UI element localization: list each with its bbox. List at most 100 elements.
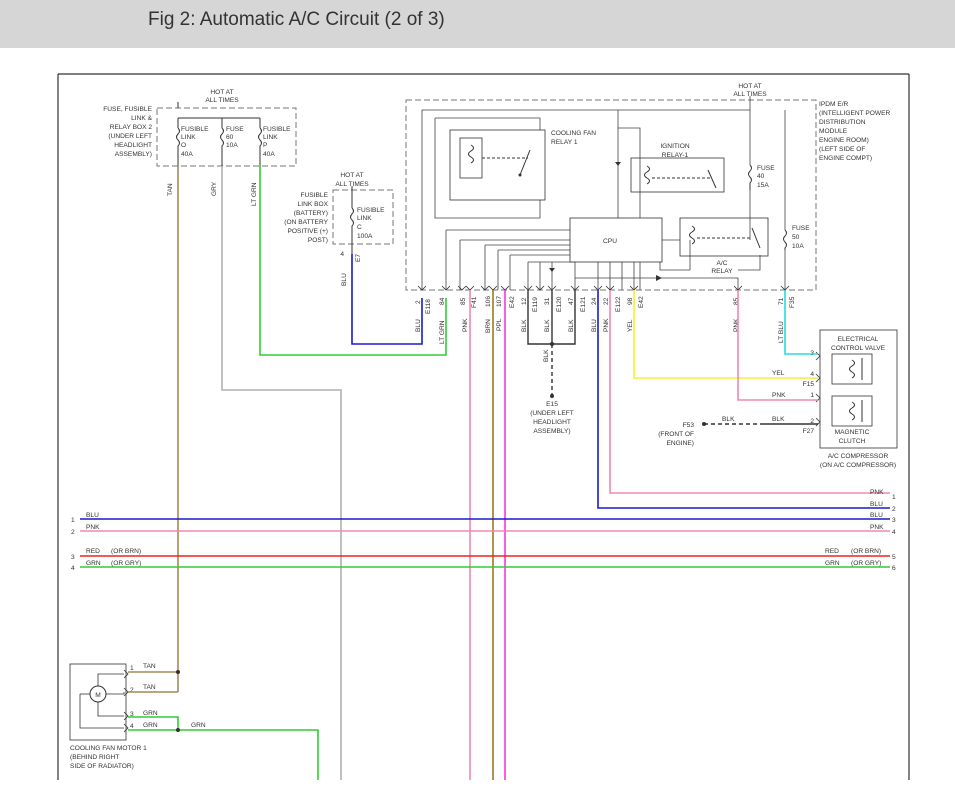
svg-text:40A: 40A xyxy=(263,151,275,158)
wire-label-red-bus-right: RED xyxy=(825,548,839,555)
fusible-link-p-symbol xyxy=(258,127,262,166)
green-wire-out xyxy=(178,729,319,780)
fusible-link-p-label: FUSIBLE LINK P 40A xyxy=(263,126,291,158)
pin-motor-2: 2 xyxy=(130,687,134,694)
svg-text:FUSE, FUSIBLE: FUSE, FUSIBLE xyxy=(103,106,152,113)
blue-wire-out-2 xyxy=(597,290,890,509)
yellow-wire-valve xyxy=(633,290,818,379)
ground-point-e15-icon xyxy=(550,394,554,398)
wire-label-grn-bus-left: GRN xyxy=(86,560,101,567)
wire-label-grn-bus-right: GRN xyxy=(825,560,840,567)
svg-text:FUSE: FUSE xyxy=(792,225,810,232)
svg-text:ELECTRICAL: ELECTRICAL xyxy=(838,336,879,343)
motor-internal-wiring xyxy=(79,673,125,729)
pin-motor-1: 1 xyxy=(130,665,134,672)
svg-text:98: 98 xyxy=(627,297,634,305)
svg-text:40A: 40A xyxy=(181,151,193,158)
diode-icon-ign xyxy=(615,162,621,166)
ipdm-pin-labels: 2 E118 84 85 F41 106 107 E42 12 E119 31 … xyxy=(415,296,796,314)
wire-label-orgry-right: (OR GRY) xyxy=(851,560,881,567)
svg-text:E119: E119 xyxy=(532,297,539,312)
svg-text:RELAY BOX 2: RELAY BOX 2 xyxy=(110,124,153,131)
svg-text:O: O xyxy=(181,142,186,149)
pin-left-1: 1 xyxy=(71,517,75,524)
svg-text:BLK: BLK xyxy=(568,319,575,332)
svg-text:BLU: BLU xyxy=(591,319,598,332)
wire-label-blk-ground: BLK xyxy=(543,349,550,362)
svg-text:E118: E118 xyxy=(425,299,432,314)
hot-at-label-a: HOT AT xyxy=(210,89,233,96)
svg-text:COOLING FAN: COOLING FAN xyxy=(551,130,596,137)
svg-text:LT GRN: LT GRN xyxy=(439,320,446,344)
pin-right-2: 2 xyxy=(892,506,896,513)
relay-1-pivot xyxy=(518,173,522,177)
fusible-link-c-symbol xyxy=(350,207,354,254)
svg-text:(FRONT OF: (FRONT OF xyxy=(658,431,694,438)
svg-text:22: 22 xyxy=(603,297,610,305)
svg-text:LINK &: LINK & xyxy=(131,115,152,122)
svg-text:50: 50 xyxy=(792,234,800,241)
svg-text:F53: F53 xyxy=(683,422,695,429)
lt-blue-wire-valve xyxy=(784,290,818,355)
svg-text:FUSE: FUSE xyxy=(226,126,244,133)
svg-text:ENGINE): ENGINE) xyxy=(667,440,694,447)
svg-text:85: 85 xyxy=(460,297,467,305)
ground-point-f53-icon xyxy=(702,422,706,426)
pin-ecv-4: 4 xyxy=(810,371,814,378)
wire-label-tan: TAN xyxy=(167,183,174,196)
svg-text:85: 85 xyxy=(733,297,740,305)
svg-text:RELAY: RELAY xyxy=(711,268,733,275)
fusible-link-o-label: FUSIBLE LINK O 40A xyxy=(181,126,209,158)
hot-at-label-b: HOT AT xyxy=(340,172,363,179)
svg-text:F41: F41 xyxy=(471,296,478,308)
wire-label-blu-bus-left: BLU xyxy=(86,512,99,519)
magnetic-clutch-coil-icon xyxy=(849,401,855,421)
green-wire-motor-3 xyxy=(128,716,179,730)
svg-text:E120: E120 xyxy=(556,296,563,312)
svg-text:FUSIBLE: FUSIBLE xyxy=(357,207,385,214)
svg-text:12: 12 xyxy=(521,297,528,305)
ground-e15-label: E15 (UNDER LEFT HEADLIGHT ASSEMBLY) xyxy=(530,401,574,435)
fusible-link-box-label: FUSIBLE LINK BOX (BATTERY) (ON BATTERY P… xyxy=(284,192,328,244)
svg-text:107: 107 xyxy=(496,296,503,307)
fuse-50-symbol xyxy=(783,229,787,250)
pink-wire-out-1 xyxy=(609,290,890,494)
svg-text:CONTROL VALVE: CONTROL VALVE xyxy=(831,345,886,352)
svg-text:PNK: PNK xyxy=(733,318,740,332)
svg-text:E42: E42 xyxy=(509,296,516,308)
electrical-control-valve-label: ELECTRICAL CONTROL VALVE xyxy=(831,336,886,352)
svg-text:FUSIBLE: FUSIBLE xyxy=(263,126,291,133)
svg-text:YEL: YEL xyxy=(627,319,634,332)
svg-text:IPDM E/R: IPDM E/R xyxy=(819,101,849,108)
svg-text:IGNITION: IGNITION xyxy=(660,143,690,150)
ignition-relay-contact-icon xyxy=(707,169,717,189)
svg-text:(INTELLIGENT POWER: (INTELLIGENT POWER xyxy=(819,110,891,117)
pin-mc-f27: F27 xyxy=(803,428,815,435)
pin-mc-1: 1 xyxy=(810,392,814,399)
ignition-relay-1 xyxy=(630,157,725,193)
relay-1-coil-icon xyxy=(468,144,474,164)
svg-text:(BEHIND RIGHT: (BEHIND RIGHT xyxy=(70,754,119,761)
ac-compressor-label: A/C COMPRESSOR (ON A/C COMPRESSOR) xyxy=(820,453,896,469)
svg-text:POST): POST) xyxy=(308,237,328,244)
diode-icon-acrelay xyxy=(656,275,662,281)
wire-label-blk-clutch: BLK xyxy=(772,416,785,423)
ignition-relay-1-label: IGNITION RELAY-1 xyxy=(660,143,690,159)
svg-text:FUSE: FUSE xyxy=(757,165,775,172)
svg-text:A/C: A/C xyxy=(717,260,728,267)
wire-label-orbrn-right: (OR BRN) xyxy=(851,548,881,555)
ipdm-er-label: IPDM E/R (INTELLIGENT POWER DISTRIBUTION… xyxy=(819,101,891,162)
pink-wire-clutch xyxy=(737,290,818,401)
wire-label-gry: GRY xyxy=(211,181,218,196)
relay-1-coil-box xyxy=(459,137,483,179)
cooling-fan-motor-1 xyxy=(69,663,127,741)
fuse-40-symbol xyxy=(748,164,752,190)
pin-left-3: 3 xyxy=(71,554,75,561)
pin-right-3: 3 xyxy=(892,517,896,524)
magnetic-clutch-coil xyxy=(831,395,873,427)
svg-text:60: 60 xyxy=(226,134,234,141)
svg-text:31: 31 xyxy=(544,297,551,305)
pin-motor-4: 4 xyxy=(130,723,134,730)
svg-text:HEADLIGHT: HEADLIGHT xyxy=(114,142,152,149)
